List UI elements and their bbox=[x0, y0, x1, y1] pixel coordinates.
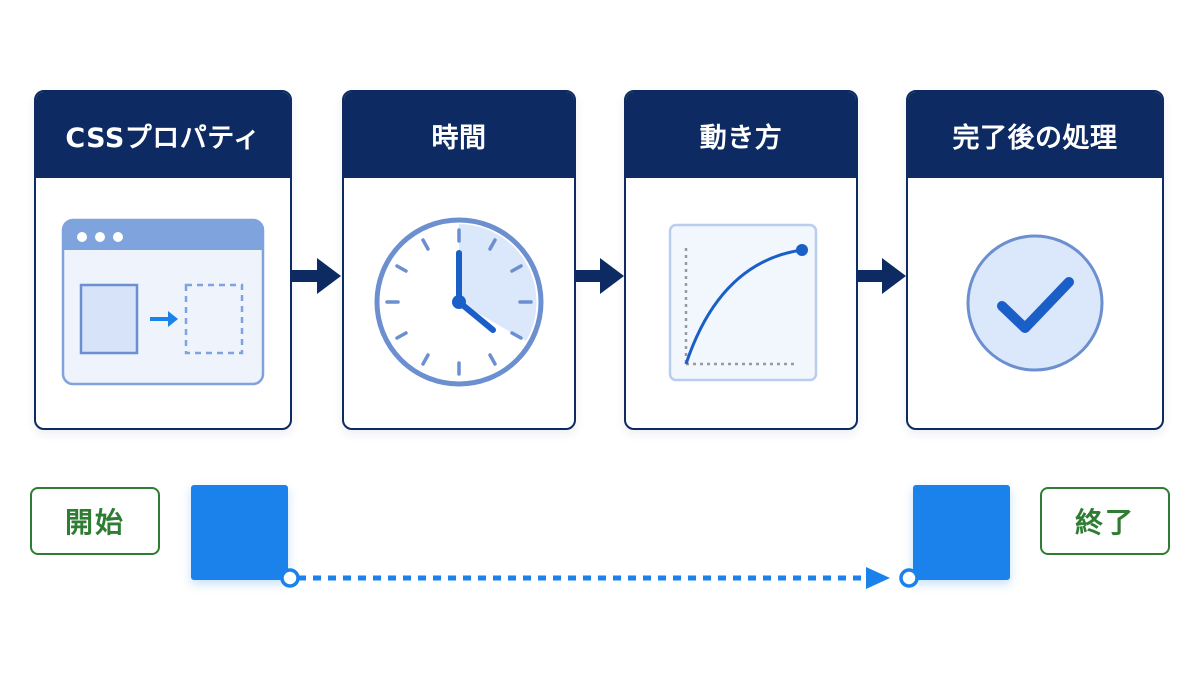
clock-icon bbox=[374, 217, 544, 387]
easing-curve-icon bbox=[668, 223, 818, 382]
step-title-css-property: CSSプロパティ bbox=[36, 92, 290, 178]
checkmark-circle-icon bbox=[966, 234, 1104, 372]
step-card-easing: 動き方 bbox=[624, 90, 858, 430]
step-title-time: 時間 bbox=[344, 92, 574, 178]
arrow-right-icon bbox=[856, 258, 906, 294]
browser-window-icon bbox=[61, 218, 265, 386]
step-title-completion: 完了後の処理 bbox=[908, 92, 1162, 178]
motion-path-arrow bbox=[280, 567, 919, 589]
arrow-right-icon bbox=[574, 258, 624, 294]
step-card-css-property: CSSプロパティ bbox=[34, 90, 292, 430]
start-box bbox=[191, 485, 288, 580]
step-title-easing: 動き方 bbox=[626, 92, 856, 178]
step-card-time: 時間 bbox=[342, 90, 576, 430]
arrow-right-icon bbox=[291, 258, 341, 294]
end-box bbox=[913, 485, 1010, 580]
step-card-completion: 完了後の処理 bbox=[906, 90, 1164, 430]
start-label: 開始 bbox=[30, 487, 160, 555]
end-label: 終了 bbox=[1040, 487, 1170, 555]
